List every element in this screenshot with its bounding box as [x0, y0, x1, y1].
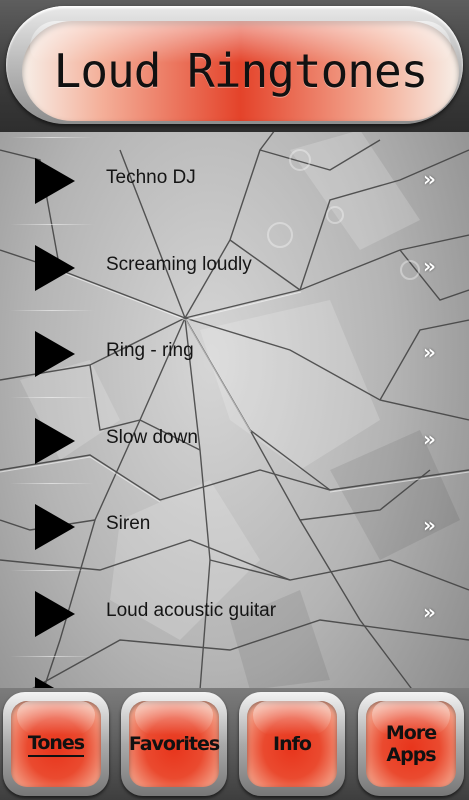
row-divider [10, 396, 94, 398]
ringtone-label: Ring - ring [106, 340, 194, 361]
ringtone-label: Slow down [106, 426, 198, 448]
tab-tones-label: Tones [11, 701, 101, 787]
chevron-right-icon[interactable]: » [423, 253, 436, 278]
play-icon[interactable] [35, 590, 75, 637]
tab-info-label: Info [273, 733, 312, 755]
list-item[interactable]: Siren » [0, 483, 469, 570]
row-divider [10, 137, 94, 138]
tab-favorites-label: Favorites [128, 733, 220, 755]
chevron-right-icon[interactable]: » [423, 426, 436, 451]
list-item[interactable]: Loud acoustic guitar » [0, 569, 469, 657]
row-divider [10, 656, 94, 657]
header-frame: Loud Ringtones [6, 6, 463, 124]
ringtone-list: Techno DJ » Screaming loudly » Ring - ri… [0, 137, 469, 743]
play-icon[interactable] [35, 417, 75, 464]
ringtone-label: Siren [106, 513, 151, 534]
ringtone-label: Screaming loudly [106, 253, 252, 275]
row-divider [10, 569, 94, 571]
tab-tones[interactable]: Tones [3, 692, 109, 796]
bottom-tab-bar: Tones Favorites Info More Apps [0, 688, 469, 800]
tab-button-face: Tones [11, 701, 101, 787]
chevron-right-icon[interactable]: » [423, 340, 436, 364]
play-icon[interactable] [35, 331, 75, 377]
tab-button-face: More Apps [366, 701, 456, 787]
ringtone-label: Techno DJ [106, 167, 196, 188]
list-item[interactable]: Ring - ring » [0, 310, 469, 397]
tab-info[interactable]: Info [239, 692, 345, 796]
chevron-right-icon[interactable]: » [423, 167, 436, 191]
play-icon[interactable] [35, 504, 75, 550]
list-item[interactable]: Techno DJ » [0, 137, 469, 224]
play-icon[interactable] [35, 158, 75, 204]
tab-button-face: Favorites [128, 701, 220, 787]
play-icon[interactable] [35, 244, 75, 291]
list-item[interactable]: Slow down » [0, 396, 469, 484]
tab-favorites[interactable]: Favorites [121, 692, 227, 796]
app-title: Loud Ringtones [53, 44, 429, 98]
tab-button-face: Info [247, 701, 337, 787]
chevron-right-icon[interactable]: » [423, 513, 436, 537]
list-item[interactable]: Screaming loudly » [0, 223, 469, 311]
chevron-right-icon[interactable]: » [423, 599, 436, 624]
row-divider [10, 483, 94, 484]
app-header: Loud Ringtones [0, 0, 469, 132]
row-divider [10, 310, 94, 311]
row-divider [10, 223, 94, 225]
header-banner: Loud Ringtones [22, 21, 459, 121]
ringtone-label: Loud acoustic guitar [106, 599, 277, 621]
tab-more-apps-label: More Apps [385, 722, 437, 766]
tab-more-apps[interactable]: More Apps [358, 692, 464, 796]
